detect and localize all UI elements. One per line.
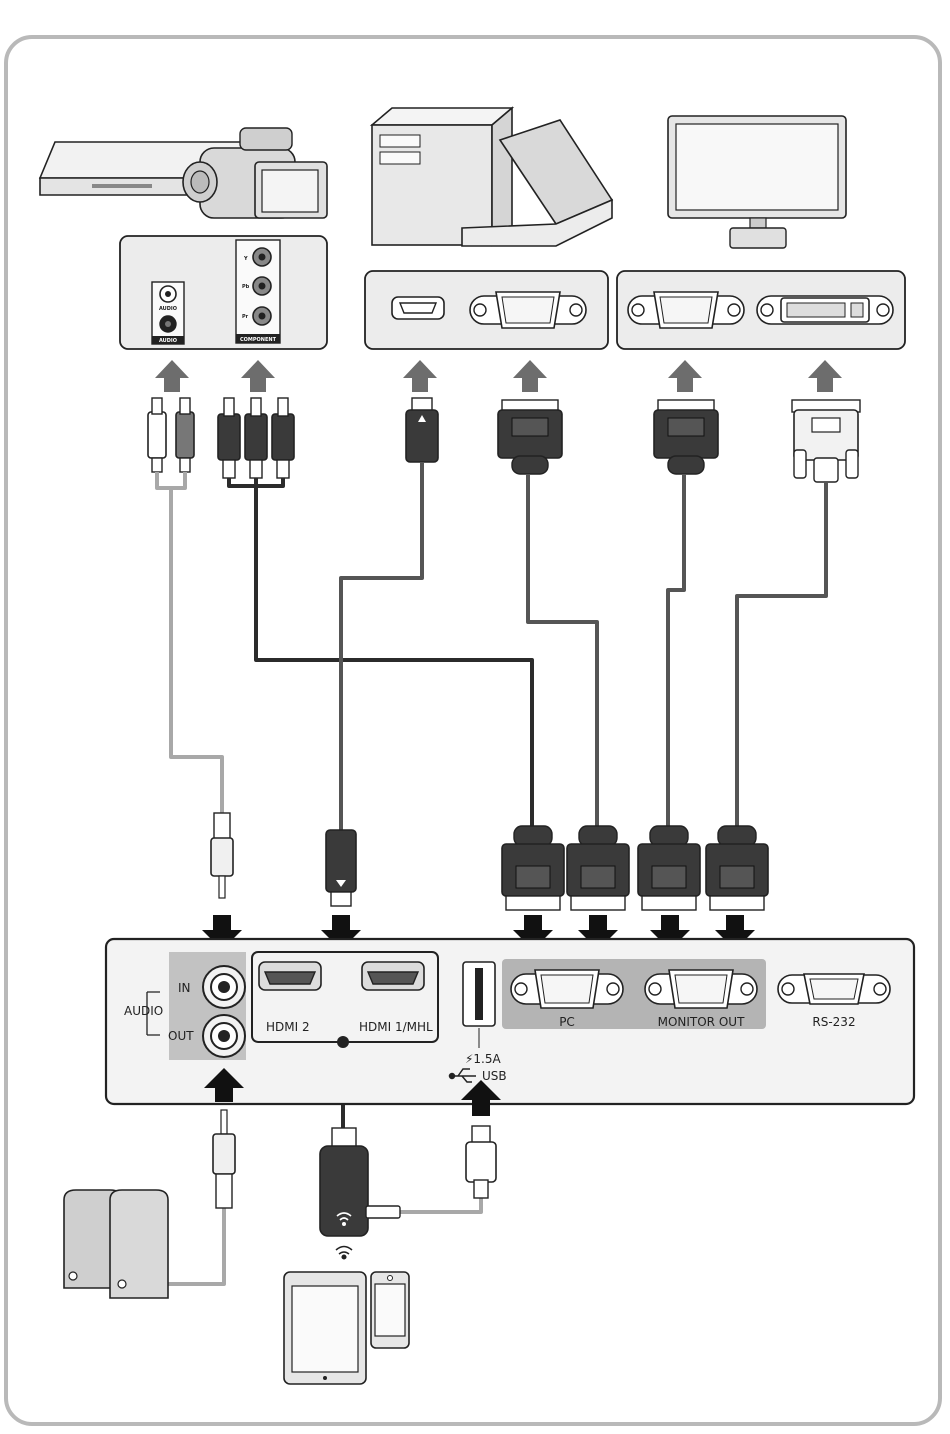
rs232-label: RS-232 <box>812 1015 855 1029</box>
component-pb-label: Pb <box>242 284 250 290</box>
hdmi-junction-dot <box>337 1036 349 1048</box>
hdmi1-mhl-port[interactable] <box>362 962 424 990</box>
pc-label: PC <box>559 1015 575 1029</box>
hdmi2-port[interactable] <box>259 962 321 990</box>
av-source-panel <box>120 236 327 349</box>
dvi-plug-icon <box>792 400 860 482</box>
monitor-out-label: MONITOR OUT <box>658 1015 745 1029</box>
usb-label: USB <box>482 1069 507 1083</box>
source-audio-jack-block: AUDIO AUDIO <box>152 282 184 344</box>
audio-in-label: IN <box>178 981 191 995</box>
usb-port[interactable] <box>463 962 495 1026</box>
audio-in-port[interactable] <box>203 966 245 1008</box>
usb-power-label: ⚡1.5A <box>465 1052 502 1066</box>
pc-vga-port[interactable] <box>511 970 623 1008</box>
audio-group-label: AUDIO <box>124 1004 163 1018</box>
source-audio-strip-label: AUDIO <box>159 338 177 344</box>
source-vga-port-icon <box>470 292 586 328</box>
source-audio-label: AUDIO <box>159 306 177 312</box>
audio-out-label: OUT <box>168 1029 194 1043</box>
speakers-icon <box>64 1190 168 1298</box>
source-hdmi-port-icon <box>392 297 444 319</box>
tablet-icon <box>284 1272 366 1384</box>
audio-out-port[interactable] <box>203 1015 245 1057</box>
hdmi2-label: HDMI 2 <box>266 1020 310 1034</box>
monitor-out-vga-port[interactable] <box>645 970 757 1008</box>
hdmi-plug-bottom-icon <box>326 830 356 906</box>
smartphone-icon <box>371 1272 409 1348</box>
component-strip-label: COMPONENT <box>240 337 277 343</box>
component-pr-label: Pr <box>242 314 249 320</box>
desktop-pc-icon <box>372 108 512 245</box>
rca-component-plugs-icon <box>218 398 294 478</box>
component-y-label: Y <box>243 256 248 262</box>
monitor-dvi-port-icon <box>757 296 893 324</box>
rs232-port[interactable] <box>778 974 890 1004</box>
monitor-vga-port-icon <box>628 292 744 328</box>
hdmi1-mhl-label: HDMI 1/MHL <box>359 1020 433 1034</box>
source-component-jack-block: Y Pb Pr COMPONENT <box>236 240 280 343</box>
